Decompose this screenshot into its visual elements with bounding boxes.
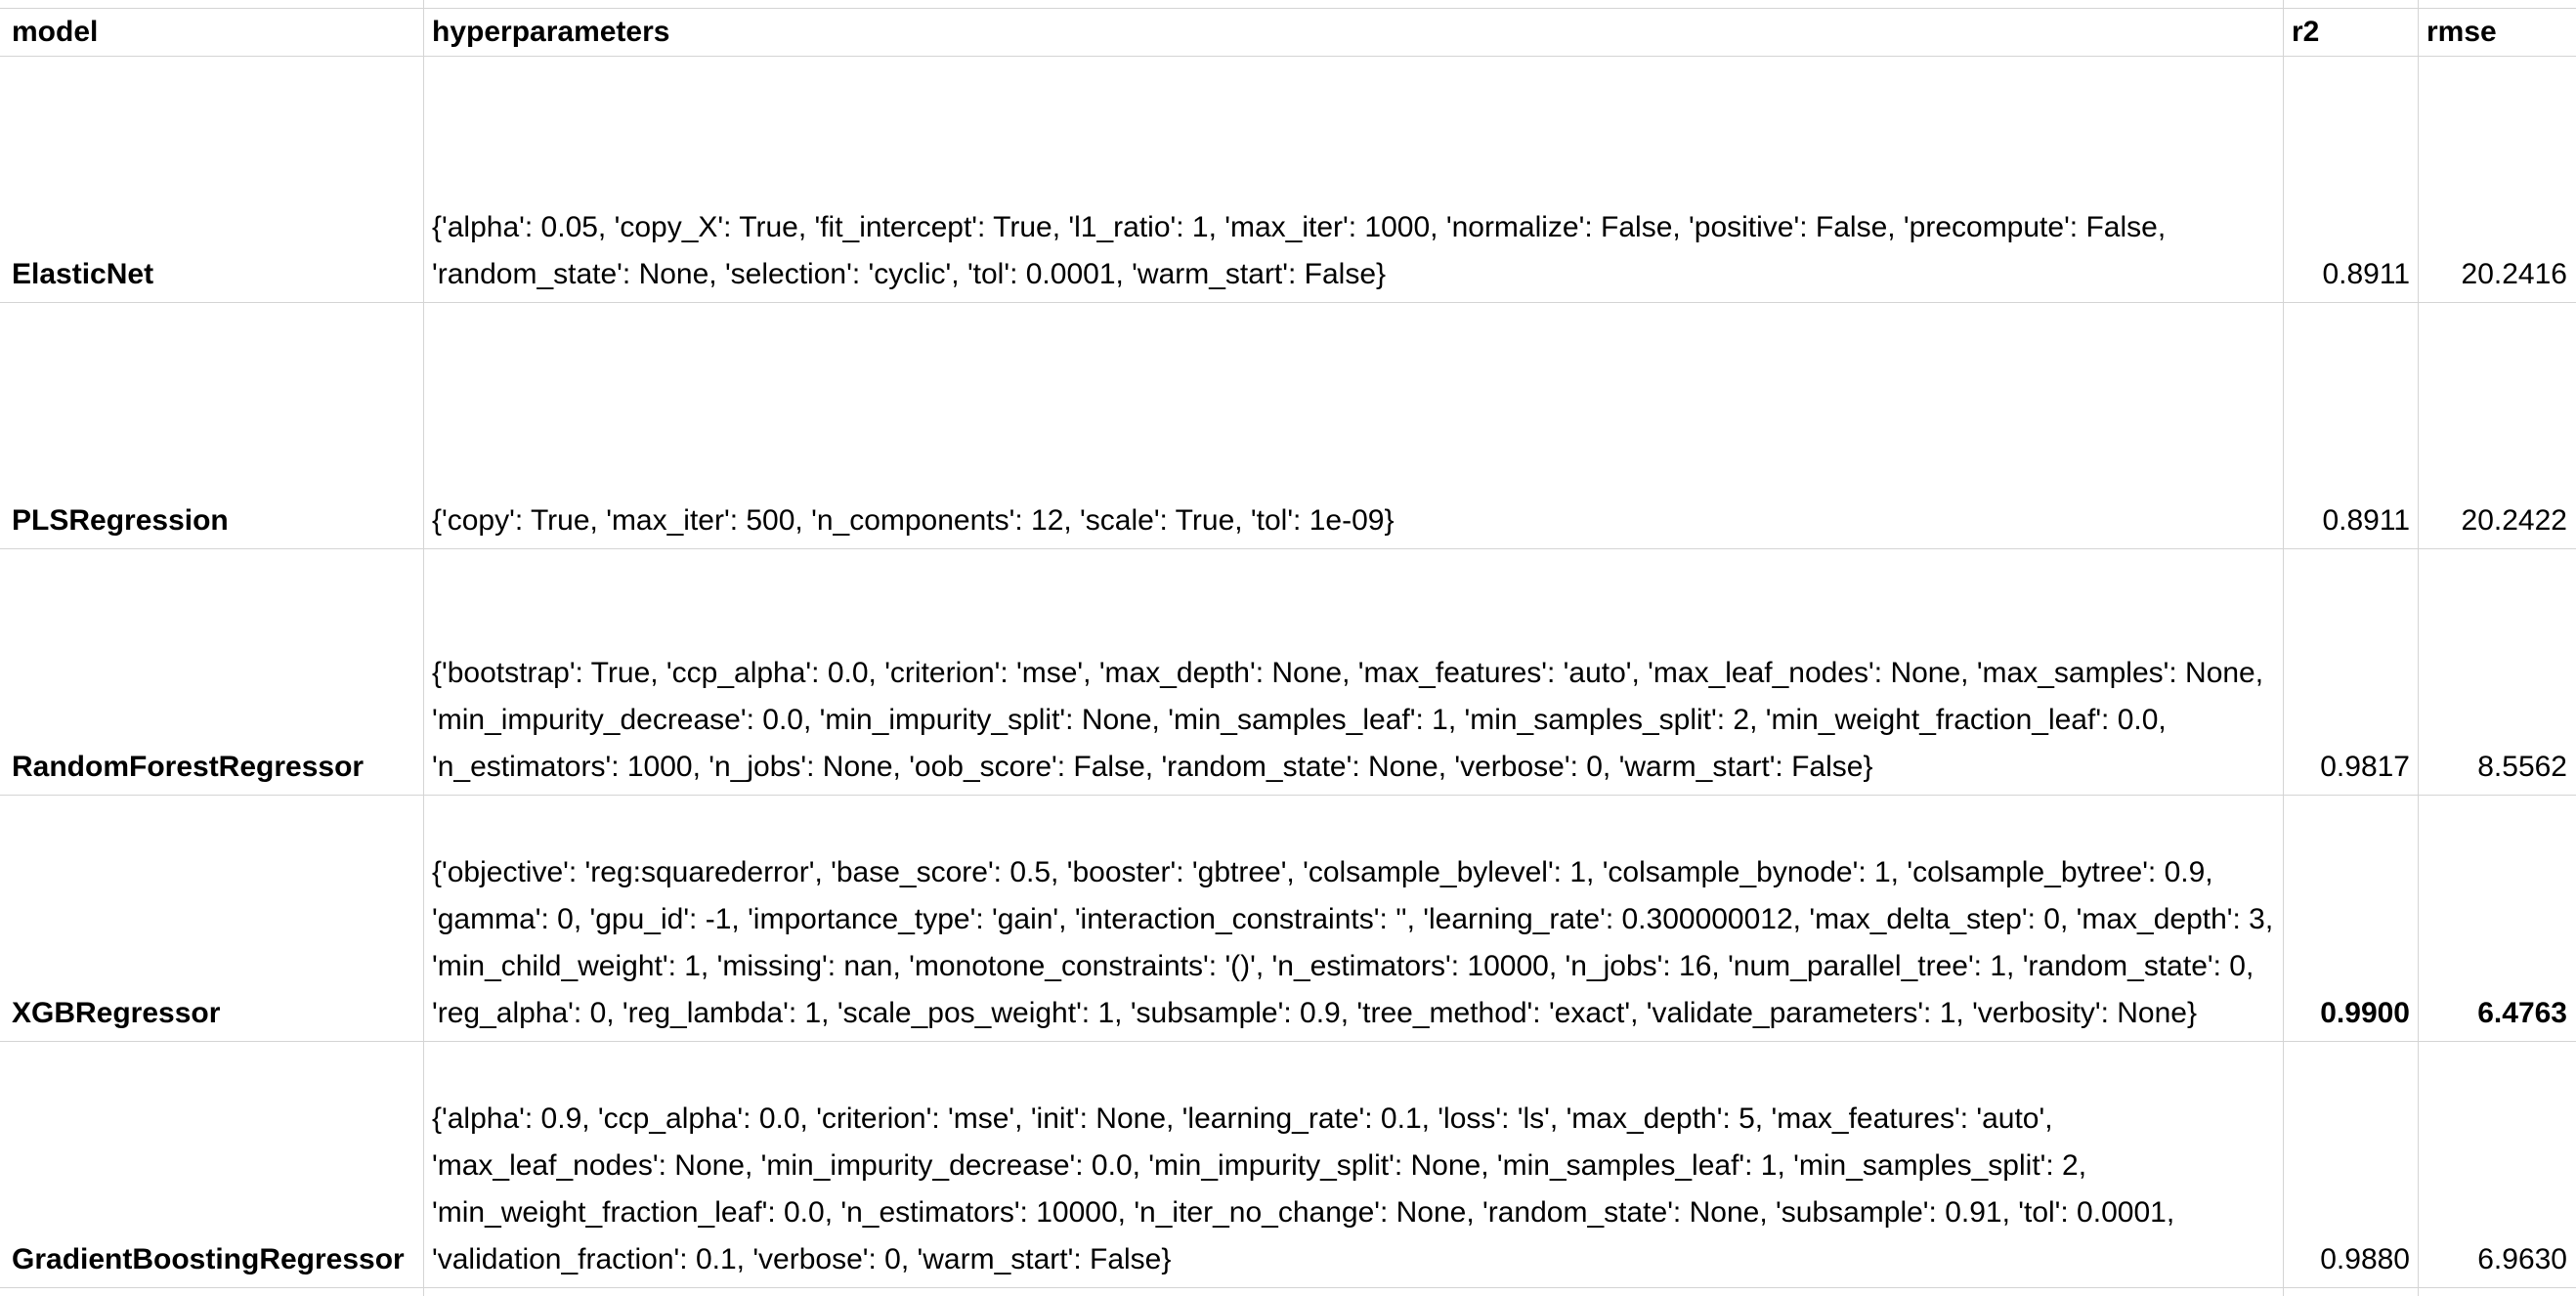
table-row: ElasticNet {'alpha': 0.05, 'copy_X': Tru… xyxy=(0,57,2576,303)
rmse-value: 8.5562 xyxy=(2477,751,2567,783)
r2-value: 0.9817 xyxy=(2320,751,2410,783)
r2-cell[interactable]: 0.9817 xyxy=(2284,549,2419,796)
hyperparameters-text: {'copy': True, 'max_iter': 500, 'n_compo… xyxy=(432,504,1395,537)
r2-cell[interactable] xyxy=(2284,1288,2419,1296)
table-row: GradientBoostingRegressor {'alpha': 0.9,… xyxy=(0,1042,2576,1288)
model-name: XGBRegressor xyxy=(12,997,221,1029)
model-cell[interactable]: GradientBoostingRegressor xyxy=(0,1042,424,1288)
rmse-cell[interactable]: 20.2416 xyxy=(2419,57,2576,303)
table-row: RandomForestRegressor {'bootstrap': True… xyxy=(0,549,2576,796)
model-name: PLSRegression xyxy=(12,504,229,537)
hyperparameters-text: {'objective': 'reg:squarederror', 'base_… xyxy=(432,856,2274,1029)
header-rmse[interactable]: rmse xyxy=(2419,9,2576,57)
rmse-cell[interactable]: 6.4763 xyxy=(2419,796,2576,1042)
r2-value: 0.8911 xyxy=(2322,504,2410,537)
rmse-cell[interactable] xyxy=(2419,1288,2576,1296)
rmse-cell[interactable]: 8.5562 xyxy=(2419,549,2576,796)
r2-cell[interactable]: 0.8911 xyxy=(2284,57,2419,303)
r2-value: 0.9880 xyxy=(2320,1243,2410,1275)
grid-cell xyxy=(2284,0,2419,9)
r2-value: 0.9900 xyxy=(2320,997,2410,1029)
header-hyperparameters[interactable]: hyperparameters xyxy=(424,9,2284,57)
r2-value: 0.8911 xyxy=(2322,258,2410,290)
hyperparameters-cell[interactable]: {'copy': True, 'max_iter': 500, 'n_compo… xyxy=(424,303,2284,549)
header-model[interactable]: model xyxy=(0,9,424,57)
rmse-value: 20.2416 xyxy=(2461,258,2567,290)
model-name: GradientBoostingRegressor xyxy=(12,1243,405,1275)
top-gridline xyxy=(0,0,2576,9)
table-row: PLSRegression {'copy': True, 'max_iter':… xyxy=(0,303,2576,549)
rmse-cell[interactable]: 6.9630 xyxy=(2419,1042,2576,1288)
header-r2[interactable]: r2 xyxy=(2284,9,2419,57)
r2-cell[interactable]: 0.9900 xyxy=(2284,796,2419,1042)
hyperparameters-cell[interactable]: {'objective': 'reg:squarederror', 'base_… xyxy=(424,796,2284,1042)
r2-cell[interactable]: 0.9880 xyxy=(2284,1042,2419,1288)
hyperparameters-text: {'alpha': 0.9, 'ccp_alpha': 0.0, 'criter… xyxy=(432,1102,2175,1275)
rmse-value: 20.2422 xyxy=(2461,504,2567,537)
rmse-value: 6.9630 xyxy=(2477,1243,2567,1275)
model-cell[interactable] xyxy=(0,1288,424,1296)
hyperparameters-cell[interactable]: {'bootstrap': True, 'ccp_alpha': 0.0, 'c… xyxy=(424,549,2284,796)
table-row: XGBRegressor {'objective': 'reg:squarede… xyxy=(0,796,2576,1042)
model-cell[interactable]: RandomForestRegressor xyxy=(0,549,424,796)
grid-cell xyxy=(2419,0,2576,9)
r2-cell[interactable]: 0.8911 xyxy=(2284,303,2419,549)
header-row: model hyperparameters r2 rmse xyxy=(0,9,2576,57)
model-name: ElasticNet xyxy=(12,258,154,290)
hyperparameters-cell[interactable]: {'alpha': 0.05, 'copy_X': True, 'fit_int… xyxy=(424,57,2284,303)
model-name: RandomForestRegressor xyxy=(12,751,365,783)
hyperparameters-text: {'bootstrap': True, 'ccp_alpha': 0.0, 'c… xyxy=(432,657,2264,783)
model-cell[interactable]: XGBRegressor xyxy=(0,796,424,1042)
rmse-value: 6.4763 xyxy=(2477,997,2567,1029)
model-cell[interactable]: ElasticNet xyxy=(0,57,424,303)
hyperparameters-cell[interactable]: {'alpha': 0.9, 'ccp_alpha': 0.0, 'criter… xyxy=(424,1042,2284,1288)
table-row-partial xyxy=(0,1288,2576,1296)
model-cell[interactable]: PLSRegression xyxy=(0,303,424,549)
rmse-cell[interactable]: 20.2422 xyxy=(2419,303,2576,549)
grid-cell xyxy=(0,0,424,9)
hyperparameters-text: {'alpha': 0.05, 'copy_X': True, 'fit_int… xyxy=(432,211,2167,290)
hyperparameters-cell[interactable] xyxy=(424,1288,2284,1296)
grid-cell xyxy=(424,0,2284,9)
